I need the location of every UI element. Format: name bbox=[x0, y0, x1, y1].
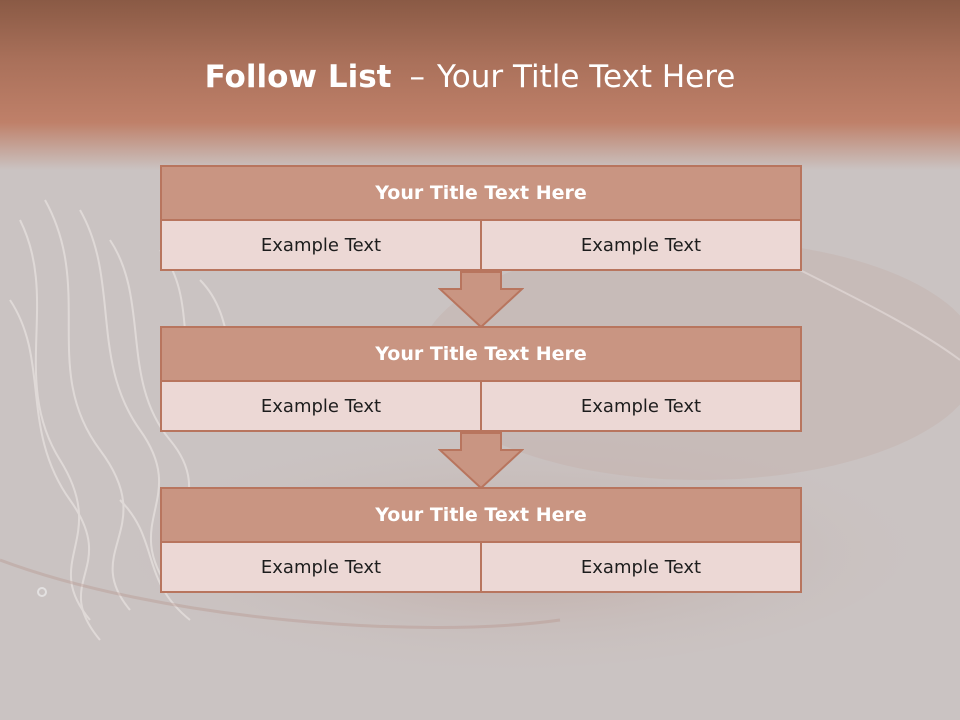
block-row: Example Text Example Text bbox=[160, 221, 802, 271]
block-cell-left: Example Text bbox=[160, 543, 481, 593]
block-title: Your Title Text Here bbox=[160, 326, 802, 382]
slide-title-dash: – bbox=[409, 59, 425, 95]
slide-title-bold: Follow List bbox=[204, 59, 392, 95]
block-cell-left: Example Text bbox=[160, 221, 481, 271]
block-row: Example Text Example Text bbox=[160, 543, 802, 593]
block-title: Your Title Text Here bbox=[160, 487, 802, 543]
block-cell-left: Example Text bbox=[160, 382, 481, 432]
list-block-1: Your Title Text Here Example Text Exampl… bbox=[160, 165, 802, 271]
down-arrow-icon bbox=[438, 271, 524, 329]
block-cell-right: Example Text bbox=[481, 543, 802, 593]
block-cell-right: Example Text bbox=[481, 221, 802, 271]
slide-title-text: Your Title Text Here bbox=[436, 59, 736, 95]
block-title: Your Title Text Here bbox=[160, 165, 802, 221]
header-band bbox=[0, 0, 960, 170]
block-cell-right: Example Text bbox=[481, 382, 802, 432]
list-block-3: Your Title Text Here Example Text Exampl… bbox=[160, 487, 802, 593]
down-arrow-icon bbox=[438, 432, 524, 490]
list-block-2: Your Title Text Here Example Text Exampl… bbox=[160, 326, 802, 432]
block-row: Example Text Example Text bbox=[160, 382, 802, 432]
slide-title: Follow List – Your Title Text Here bbox=[0, 52, 960, 102]
